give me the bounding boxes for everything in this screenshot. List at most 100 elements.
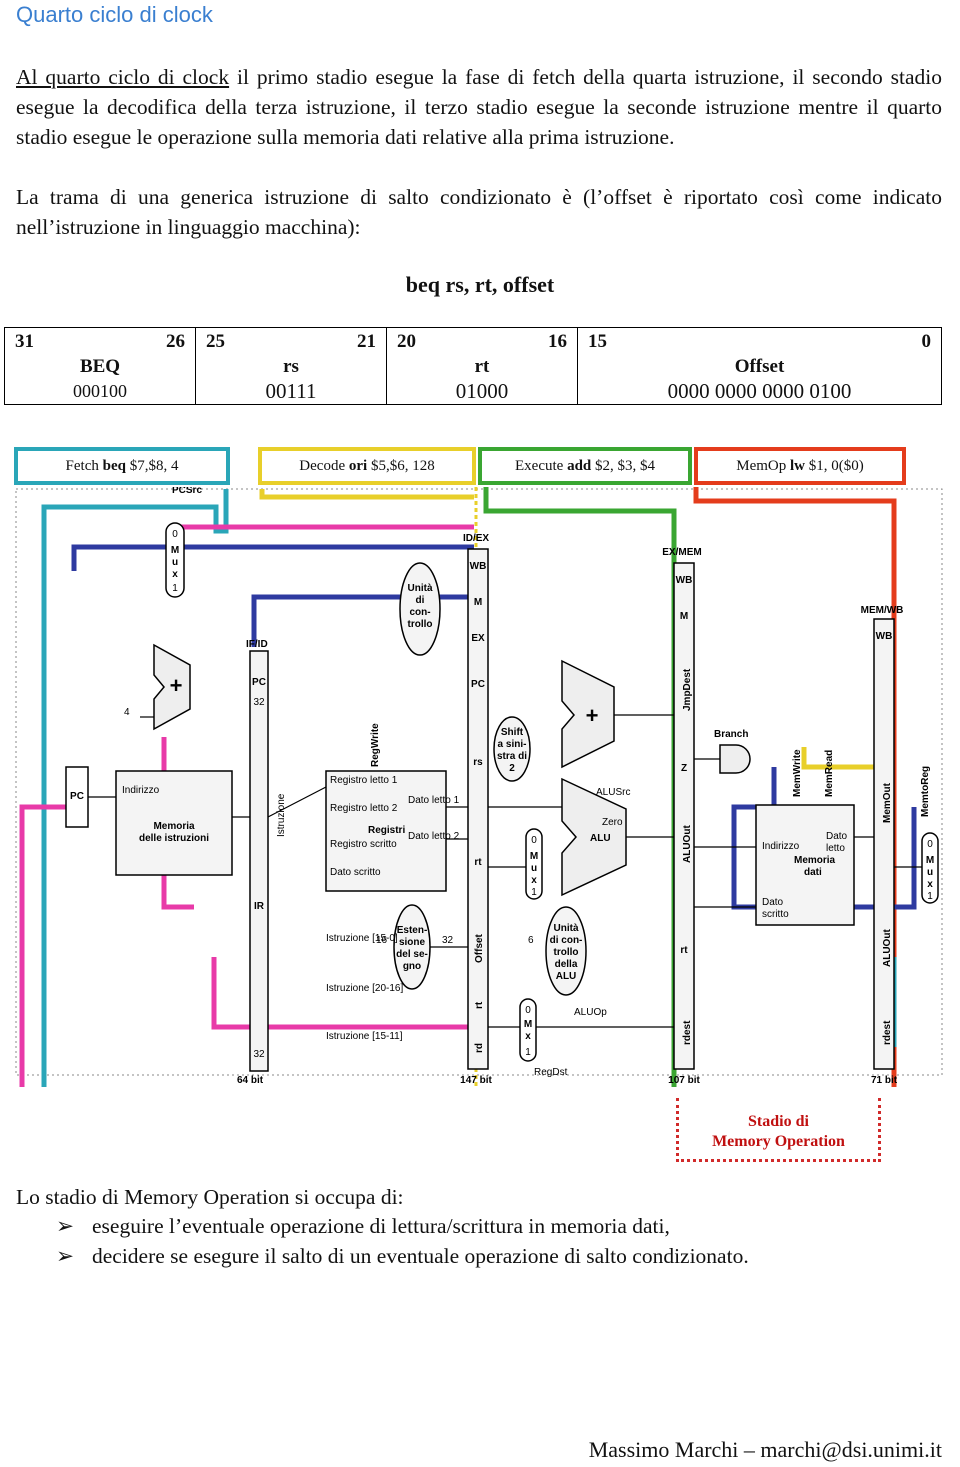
bit-hi: 20 xyxy=(397,331,416,352)
datapath-wires xyxy=(88,714,922,1028)
bullet-item: ➢ decidere se esegure il salto di un even… xyxy=(56,1241,749,1271)
pc-adder xyxy=(153,643,191,731)
idex-irt: rt xyxy=(474,1001,485,1009)
pcsrc-label: PCSrc xyxy=(172,487,202,496)
ifid-ir: IR xyxy=(254,901,265,912)
reg-data: Dato scritto xyxy=(330,867,381,878)
ac-5: ALU xyxy=(556,971,577,982)
memout-wire xyxy=(731,767,917,910)
ifid-32b: 32 xyxy=(253,1049,265,1060)
bit-lo: 26 xyxy=(166,331,185,352)
alumux-0: 0 xyxy=(531,835,537,846)
alu xyxy=(561,777,627,897)
mux-1: 1 xyxy=(172,583,178,594)
cu-1: Unità xyxy=(408,583,433,594)
ifid-32: 32 xyxy=(253,697,265,708)
regwrite-label: RegWrite xyxy=(370,723,381,767)
memtoreg-label: MemtoReg xyxy=(920,766,931,817)
rdmux-1: 1 xyxy=(525,1047,531,1058)
pc-label: PC xyxy=(70,791,84,802)
dmem-address: Indirizzo xyxy=(762,841,800,852)
bit-hi: 31 xyxy=(15,331,34,352)
idex-rs: rs xyxy=(473,757,483,768)
memread-label: MemRead xyxy=(824,750,835,797)
intro-paragraph: Al quarto ciclo di clock il primo stadio… xyxy=(16,62,942,152)
memwb-aluout: ALUOut xyxy=(882,929,893,967)
se-4: gno xyxy=(403,961,421,972)
memop-caption-line2: Memory Operation xyxy=(712,1133,845,1150)
exmem-m: M xyxy=(680,611,688,622)
field-name: BEQ xyxy=(79,356,121,377)
registri-label: Registri xyxy=(368,825,405,836)
fetch-stage-wire xyxy=(41,489,229,1087)
cu-2: di xyxy=(416,595,425,606)
imem-title: Memoria xyxy=(153,821,195,832)
ac-2: di con- xyxy=(550,935,583,946)
exmem-aluout: ALUOut xyxy=(682,825,693,863)
branch-adder-plus: + xyxy=(586,703,599,728)
dmem-out: Dato xyxy=(826,831,848,842)
exmem-register xyxy=(673,562,695,1070)
bullet-arrow-icon: ➢ xyxy=(56,1214,75,1238)
memwb-wb: WB xyxy=(876,631,893,642)
istr-15-0: Istruzione [15-0] xyxy=(326,933,398,944)
fetch-mux xyxy=(165,522,185,598)
alumux-x: x xyxy=(531,875,537,886)
bullet-text: decidere se esegure il salto di un event… xyxy=(92,1244,749,1268)
const-4: 4 xyxy=(124,707,130,718)
idex-wb: WB xyxy=(470,561,487,572)
stage-execute-box: Execute add $2, $3, $4 xyxy=(478,447,692,485)
imem-title-2: delle istruzioni xyxy=(139,833,209,844)
beq-format-paragraph: La trama di una generica istruzione di s… xyxy=(16,185,942,239)
reg-read2: Registro letto 2 xyxy=(330,803,398,814)
se-2: sione xyxy=(399,937,426,948)
rdmux-m: M xyxy=(524,1019,532,1030)
stage-fetch-box: Fetch beq $7,$8, 4 xyxy=(14,447,230,485)
dmem-in-2: scritto xyxy=(762,909,789,920)
stage-opcode: ori xyxy=(348,458,368,474)
conclusion-text: Lo stadio di Memory Operation si occupa … xyxy=(16,1185,404,1209)
stage-prefix: MemOp xyxy=(736,458,790,474)
exmem-rt: rt xyxy=(680,945,688,956)
exmem-bits: 107 bit xyxy=(668,1075,700,1086)
idex-rt: rt xyxy=(474,857,482,868)
stage-prefix: Decode xyxy=(299,458,349,474)
wbmux-m: M xyxy=(926,855,934,866)
field-value: 0000 0000 0000 0100 xyxy=(667,379,852,403)
reg-write: Registro scritto xyxy=(330,839,397,850)
bit-lo: 21 xyxy=(357,331,376,352)
bit-lo: 0 xyxy=(921,331,932,352)
field-name: Offset xyxy=(734,356,785,377)
idex-pc: PC xyxy=(471,679,485,690)
stage-opcode: lw xyxy=(790,458,805,474)
bit-lo: 16 xyxy=(548,331,567,352)
dmem-out-2: letto xyxy=(826,843,845,854)
shift-4: 2 xyxy=(509,763,515,774)
alusrc-label: ALUSrc xyxy=(596,787,630,798)
istr-20-16: Istruzione [20-16] xyxy=(326,983,403,994)
stage-opcode: add xyxy=(567,458,592,474)
alumux-m: M xyxy=(530,851,538,862)
exmem-label: EX/MEM xyxy=(662,547,701,558)
regdst-mux xyxy=(519,998,537,1062)
memwb-memout: MemOut xyxy=(882,782,893,823)
memwb-label: MEM/WB xyxy=(861,605,904,616)
bullet-arrow-icon: ➢ xyxy=(56,1244,75,1268)
idex-ex: EX xyxy=(471,633,485,644)
idex-ird: rd xyxy=(474,1043,485,1053)
bullet-text: eseguire l’eventuale operazione di lettu… xyxy=(92,1214,670,1238)
reg-read1: Registro letto 1 xyxy=(330,775,398,786)
dmem-title: Memoria xyxy=(794,855,836,866)
alu-mux xyxy=(525,828,543,900)
se-3: del se- xyxy=(396,949,428,960)
alumux-1: 1 xyxy=(531,887,537,898)
regdst-label: RegDst xyxy=(534,1067,568,1078)
regwrite-wire xyxy=(71,544,474,571)
pc-feedback-wire xyxy=(19,787,77,1087)
branch-adder xyxy=(561,659,615,769)
alumux-u: u xyxy=(531,863,537,874)
wbmux-0: 0 xyxy=(927,839,933,850)
field-value: 000100 xyxy=(73,381,127,401)
